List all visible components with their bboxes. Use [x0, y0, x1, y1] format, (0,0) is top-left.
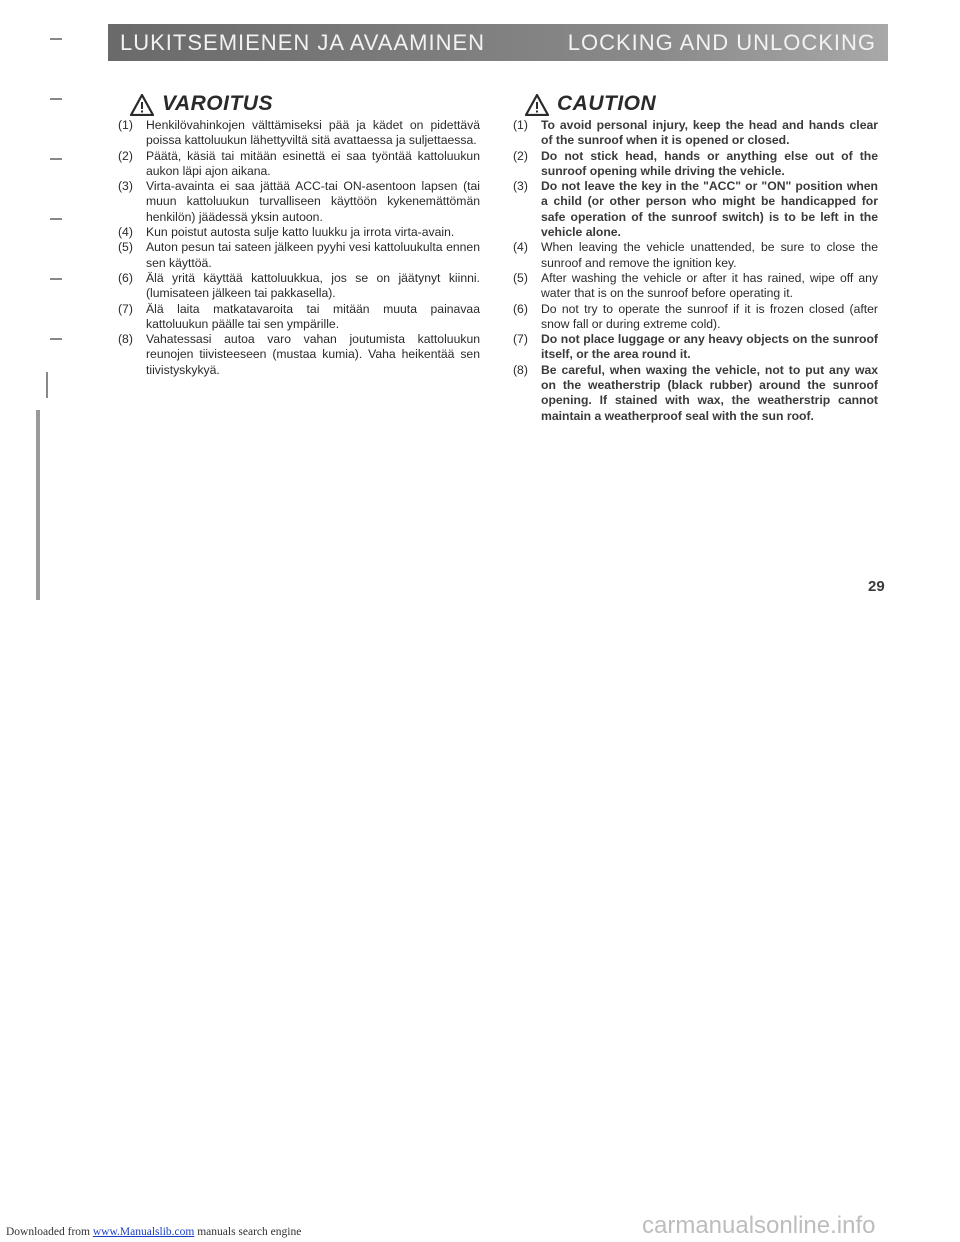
footer-suffix: manuals search engine — [194, 1226, 302, 1238]
item-number: (1) — [513, 118, 528, 132]
finnish-heading: VAROITUS — [130, 88, 480, 116]
item-text: Henkilövahinkojen välttämiseksi pää ja k… — [146, 118, 480, 148]
item-text: When leaving the vehicle unattended, be … — [541, 240, 878, 270]
list-item: (1) To avoid personal injury, keep the he… — [513, 118, 878, 149]
list-item: (2) Do not stick head, hands or anything … — [513, 149, 878, 180]
warning-triangle-icon — [130, 94, 154, 116]
list-item: (2) Päätä, käsiä tai mitään esinettä ei s… — [118, 149, 480, 180]
watermark-text: carmanualsonline.info — [642, 1212, 876, 1239]
item-number: (3) — [118, 179, 133, 194]
english-heading: CAUTION — [525, 88, 878, 116]
item-number: (1) — [118, 118, 133, 132]
section-header-bar: LUKITSEMIENEN JA AVAAMINEN LOCKING AND U… — [108, 24, 888, 61]
item-number: (4) — [513, 240, 528, 255]
list-item: (7) Älä laita matkatavaroita tai mitään m… — [118, 302, 480, 333]
item-text: Virta-avainta ei saa jättää ACC-tai ON-a… — [146, 179, 480, 224]
footer-prefix: Downloaded from — [6, 1226, 93, 1238]
item-text: Päätä, käsiä tai mitään esinettä ei saa … — [146, 148, 480, 178]
item-text: To avoid personal injury, keep the head … — [541, 118, 878, 148]
item-number: (7) — [118, 301, 133, 316]
list-item: (5) After washing the vehicle or after it… — [513, 271, 878, 302]
item-number: (8) — [118, 332, 133, 347]
item-text: Älä laita matkatavaroita tai mitään muut… — [146, 301, 480, 331]
item-number: (5) — [118, 240, 133, 255]
page-number: 29 — [868, 578, 885, 595]
list-item: (6) Älä yritä käyttää kattoluukkua, jos s… — [118, 271, 480, 302]
english-caution-section: CAUTION (1) To avoid personal injury, kee… — [513, 88, 878, 424]
item-text: Be careful, when waxing the vehicle, not… — [541, 362, 878, 423]
finnish-warning-section: VAROITUS (1) Henkilövahinkojen välttämise… — [118, 88, 480, 378]
item-text: Do not try to operate the sunroof if it … — [541, 301, 878, 331]
item-text: Do not leave the key in the "ACC" or "ON… — [541, 179, 878, 240]
list-item: (1) Henkilövahinkojen välttämiseksi pää j… — [118, 118, 480, 149]
item-text: Do not stick head, hands or anything els… — [541, 148, 878, 178]
warning-triangle-icon — [525, 94, 549, 116]
english-heading-text: CAUTION — [557, 92, 657, 115]
item-number: (7) — [513, 332, 528, 347]
item-text: After washing the vehicle or after it ha… — [541, 270, 878, 301]
item-text: Auton pesun tai sateen jälkeen pyyhi ves… — [146, 240, 480, 270]
english-caution-list: (1) To avoid personal injury, keep the he… — [513, 118, 878, 424]
list-item: (8) Be careful, when waxing the vehicle, … — [513, 363, 878, 424]
header-title-english: LOCKING AND UNLOCKING — [567, 30, 876, 55]
manualslib-link[interactable]: www.Manualslib.com — [92, 1226, 195, 1238]
item-text: Vahatessasi autoa varo vahan joutumista … — [146, 332, 480, 377]
finnish-heading-text: VAROITUS — [162, 92, 273, 115]
item-number: (2) — [118, 148, 133, 163]
list-item: (3) Virta-avainta ei saa jättää ACC-tai O… — [118, 179, 480, 225]
item-number: (6) — [513, 301, 528, 316]
item-text: Älä yritä käyttää kattoluukkua, jos se o… — [146, 270, 480, 301]
list-item: (7) Do not place luggage or any heavy obj… — [513, 332, 878, 363]
list-item: (5) Auton pesun tai sateen jälkeen pyyhi … — [118, 240, 480, 271]
header-title-finnish: LUKITSEMIENEN JA AVAAMINEN — [120, 30, 486, 55]
download-footer: Downloaded from www.Manualslib.com manua… — [6, 1226, 301, 1238]
item-number: (2) — [513, 148, 528, 163]
item-number: (6) — [118, 270, 133, 285]
list-item: (3) Do not leave the key in the "ACC" or … — [513, 179, 878, 240]
list-item: (6) Do not try to operate the sunroof if … — [513, 302, 878, 333]
list-item: (8) Vahatessasi autoa varo vahan joutumis… — [118, 332, 480, 378]
item-number: (5) — [513, 270, 528, 285]
item-text: Do not place luggage or any heavy object… — [541, 332, 878, 362]
item-text: Kun poistut autosta sulje katto luukku j… — [146, 225, 455, 240]
item-number: (3) — [513, 179, 528, 194]
list-item: (4) When leaving the vehicle unattended, … — [513, 240, 878, 271]
list-item: (4) Kun poistut autosta sulje katto luukk… — [118, 225, 480, 240]
item-number: (4) — [118, 225, 133, 240]
item-number: (8) — [513, 362, 528, 377]
finnish-warning-list: (1) Henkilövahinkojen välttämiseksi pää j… — [118, 118, 480, 378]
